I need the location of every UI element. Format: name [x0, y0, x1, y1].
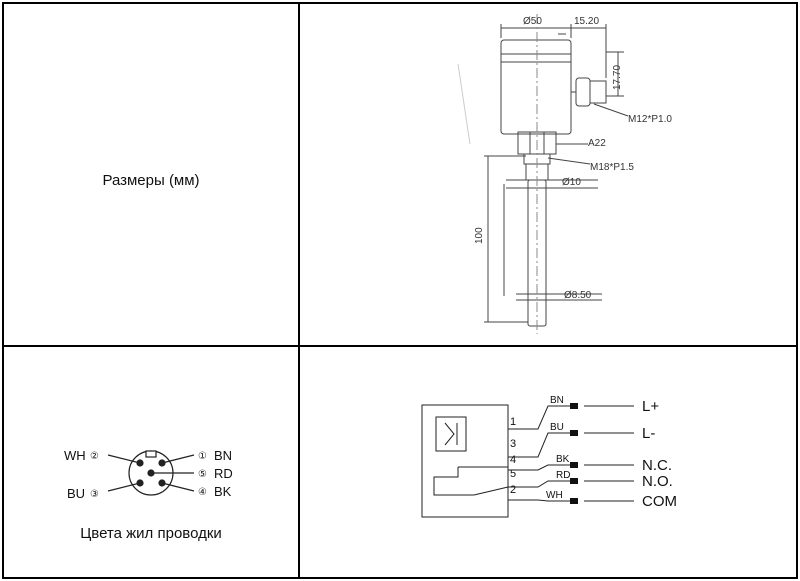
pin-label-wh: WH: [64, 448, 86, 463]
dim-tip-dia: Ø8.50: [564, 290, 592, 301]
wiring-diagram: 1 3 4 5 2 BN BU BK RD WH L+ L- N.C. N.O.…: [421, 395, 677, 518]
dim-rod-dia: Ø10: [562, 177, 581, 188]
dimensions-label-cell: Размеры (мм): [2, 2, 300, 347]
terminal-num-4: 4: [510, 454, 516, 466]
pin-num-bn: ①: [198, 451, 207, 462]
dim-wrench-size: A22: [588, 138, 606, 149]
dim-connector-thread: M12*P1.0: [628, 114, 672, 125]
dimension-drawing-cell: Ø50 15.20 17.70 M12*P1.0 A22 M18*P1.5 Ø1…: [298, 2, 798, 347]
wire-color-wh: WH: [546, 490, 563, 501]
pinout-cell: WH ② BU ③ ① BN ⑤ RD ④ BK Цвета жил прово…: [2, 345, 300, 579]
wire-color-bk: BK: [556, 454, 570, 465]
signal-com: COM: [642, 493, 677, 510]
wire-color-rd: RD: [556, 470, 570, 481]
pin-num-rd: ⑤: [198, 469, 207, 480]
dim-connector-height: 17.70: [612, 65, 623, 90]
terminal-num-2: 2: [510, 484, 516, 496]
wire-colors-label: Цвета жил проводки: [80, 525, 222, 542]
signal-l-plus: L+: [642, 398, 659, 415]
dim-connector-width: 15.20: [574, 16, 599, 27]
dimensions-label: Размеры (мм): [102, 172, 200, 189]
terminal-num-5: 5: [510, 468, 516, 480]
pin-num-bk: ④: [198, 487, 207, 498]
terminal-num-1: 1: [510, 416, 516, 428]
dimension-drawing: Ø50 15.20 17.70 M12*P1.0 A22 M18*P1.5 Ø1…: [457, 14, 672, 334]
pin-label-rd: RD: [214, 466, 233, 481]
dim-process-thread: M18*P1.5: [590, 162, 634, 173]
wiring-diagram-cell: 1 3 4 5 2 BN BU BK RD WH L+ L- N.C. N.O.…: [298, 345, 798, 579]
dim-length: 100: [474, 227, 485, 244]
signal-l-minus: L-: [642, 425, 655, 442]
wire-color-bn: BN: [550, 395, 564, 406]
terminal-num-3: 3: [510, 438, 516, 450]
wire-color-bu: BU: [550, 422, 564, 433]
signal-no: N.O.: [642, 473, 673, 490]
pin-num-bu: ③: [90, 489, 99, 500]
pin-num-wh: ②: [90, 451, 99, 462]
pin-label-bu: BU: [67, 486, 85, 501]
dim-dia-top: Ø50: [523, 16, 542, 27]
pin-label-bn: BN: [214, 448, 232, 463]
m12-pinout-diagram: WH ② BU ③ ① BN ⑤ RD ④ BK: [64, 448, 233, 501]
signal-nc: N.C.: [642, 457, 672, 474]
pin-label-bk: BK: [214, 484, 232, 499]
